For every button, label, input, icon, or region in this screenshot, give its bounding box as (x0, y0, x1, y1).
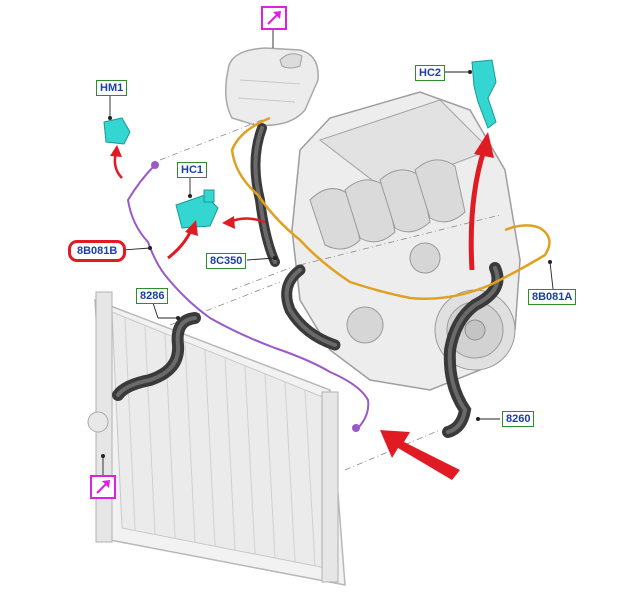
vent-hose-8b081b (126, 164, 370, 429)
callout-hm1: HM1 (96, 80, 128, 96)
coolant-reservoir (225, 47, 319, 127)
callout-8b081a: 8B081A (528, 289, 577, 305)
arrow-up-right-icon (96, 480, 110, 494)
clip-hc2 (471, 59, 497, 129)
magenta-view-arrow-icon (90, 475, 116, 499)
direction-arrows (110, 132, 494, 480)
callout-8260: 8260 (502, 411, 535, 427)
leader-lines (159, 119, 501, 471)
heater-hose-8b081a (230, 116, 551, 301)
clip-hc1 (175, 189, 219, 229)
callout-hc1: HC1 (177, 162, 208, 178)
magenta-view-arrow-icon (261, 6, 287, 30)
arrow-up-right-icon (267, 11, 281, 25)
callout-8c350: 8C350 (206, 253, 247, 269)
callout-8b081b-highlighted: 8B081B (68, 240, 127, 262)
callout-leaders (102, 30, 554, 475)
callout-dots (101, 70, 552, 458)
callout-hc2: HC2 (415, 65, 446, 81)
callout-8286: 8286 (136, 288, 169, 304)
clip-hm1 (103, 117, 131, 145)
